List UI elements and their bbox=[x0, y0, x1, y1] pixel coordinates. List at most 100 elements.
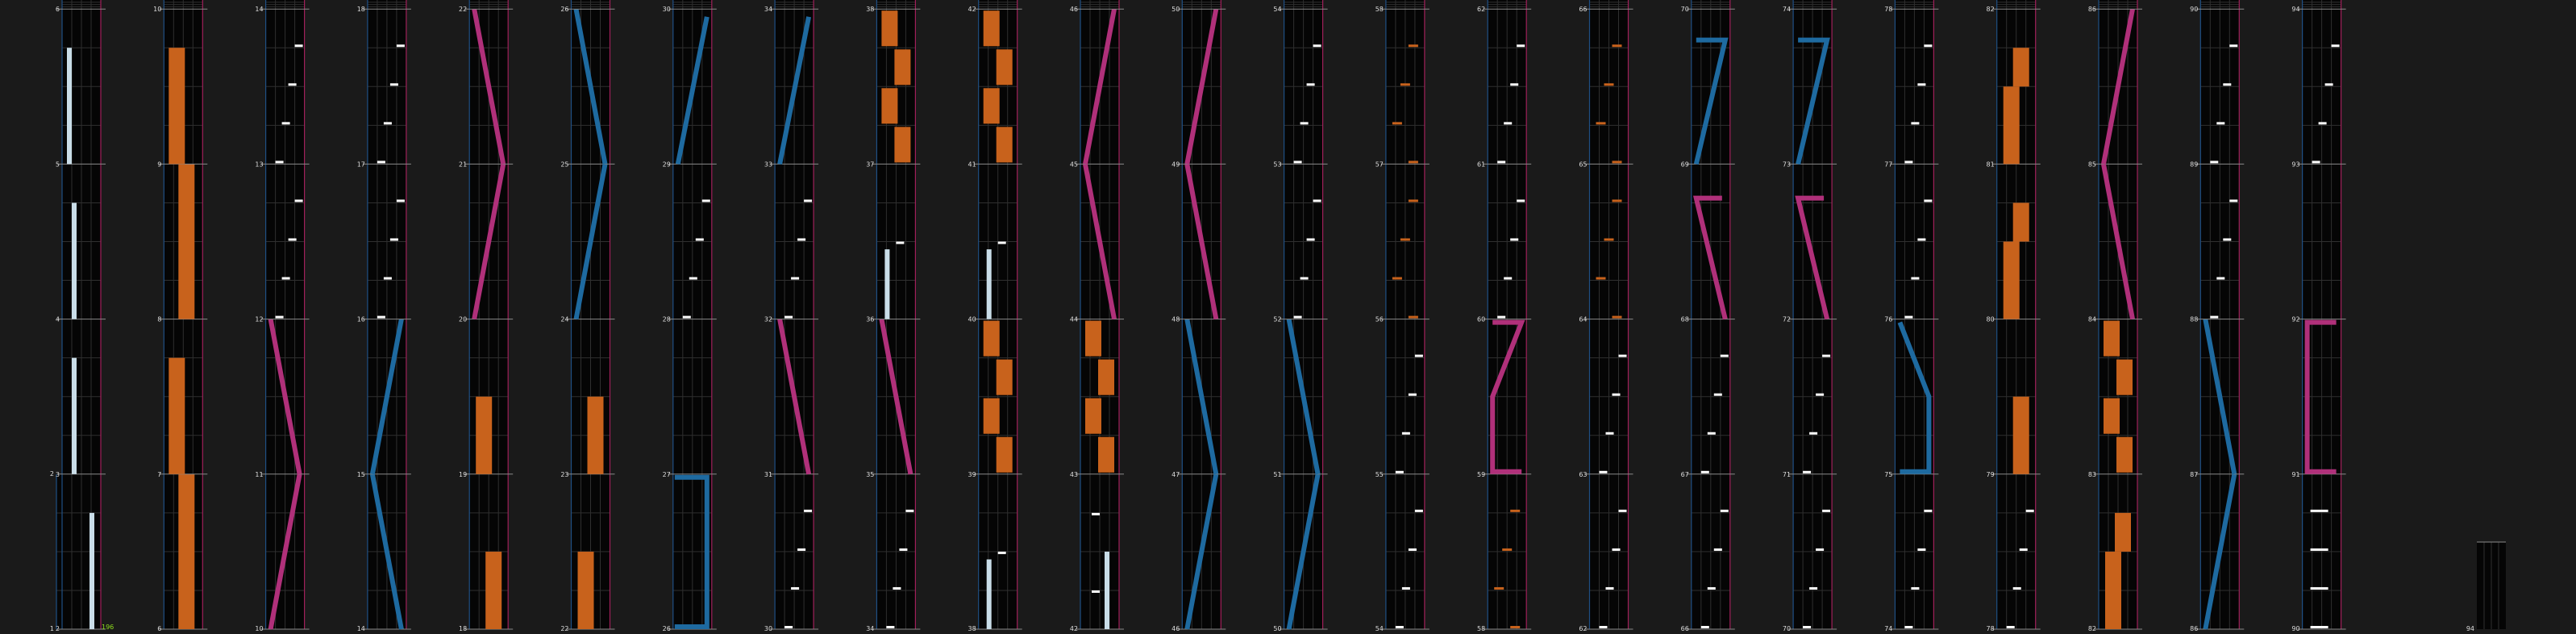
hold-lane-fill bbox=[178, 164, 195, 319]
tap-note bbox=[695, 238, 704, 241]
measure-label: 7 bbox=[157, 471, 161, 478]
measure-label: 39 bbox=[968, 471, 976, 478]
measure-label: 75 bbox=[1884, 471, 1892, 478]
measure-label: 18 bbox=[459, 625, 467, 632]
measure-label: 94 bbox=[2466, 625, 2474, 632]
measure-label: 17 bbox=[357, 161, 365, 168]
measure-label: 66 bbox=[1579, 6, 1587, 13]
tap-note bbox=[294, 199, 303, 202]
tap-note bbox=[1510, 626, 1521, 628]
measure-label: 29 bbox=[663, 161, 671, 168]
measure-label: 1 bbox=[50, 625, 54, 632]
measure-label: 5 bbox=[56, 161, 60, 168]
tap-note bbox=[1504, 277, 1513, 280]
tap-note bbox=[1497, 315, 1506, 319]
hold-lane-fill bbox=[577, 551, 594, 629]
tap-note bbox=[1502, 548, 1513, 551]
measure-label: 38 bbox=[968, 625, 976, 632]
hold-note bbox=[72, 202, 77, 319]
tap-note bbox=[1395, 626, 1404, 628]
slide-path bbox=[573, 8, 608, 165]
tap-note bbox=[1313, 44, 1321, 48]
slide-path bbox=[1184, 163, 1219, 320]
measure-label: 26 bbox=[663, 625, 671, 632]
measure-label: 47 bbox=[1171, 471, 1180, 478]
measure-label: 51 bbox=[1273, 471, 1281, 478]
hold-lane-fill bbox=[485, 551, 502, 629]
tap-note bbox=[797, 548, 806, 551]
measure-label: 52 bbox=[1273, 316, 1281, 323]
lane-column-24: 94 bbox=[2466, 541, 2506, 632]
hold-lane-fill bbox=[2012, 48, 2029, 87]
tap-note bbox=[281, 277, 290, 280]
measure-label: 62 bbox=[1579, 625, 1587, 632]
tap-note bbox=[1924, 44, 1933, 48]
hold-lane-fill bbox=[2105, 551, 2121, 629]
slide-path bbox=[268, 473, 302, 630]
tap-note bbox=[1293, 161, 1302, 164]
measure-label: 14 bbox=[357, 625, 365, 632]
measure-label: 36 bbox=[866, 316, 874, 323]
tap-note bbox=[377, 315, 385, 319]
tap-note bbox=[1408, 199, 1418, 202]
hold-lane-fill bbox=[996, 436, 1013, 473]
hold-lane-fill bbox=[1085, 320, 1101, 357]
tap-note bbox=[2216, 122, 2225, 125]
tap-note bbox=[1809, 432, 1818, 435]
tap-note bbox=[1911, 122, 1920, 125]
tap-note bbox=[1392, 277, 1402, 280]
tap-note bbox=[2331, 44, 2340, 48]
tap-note bbox=[1816, 393, 1825, 396]
tap-note bbox=[1092, 590, 1100, 593]
measure-label: 34 bbox=[866, 625, 874, 632]
bracket-slide bbox=[1490, 319, 1525, 474]
tap-note bbox=[804, 509, 813, 512]
tap-note bbox=[791, 586, 800, 590]
measure-label: 86 bbox=[2088, 6, 2096, 13]
measure-label: 82 bbox=[2088, 625, 2096, 632]
tap-note bbox=[1408, 548, 1417, 551]
lane-columns: 1223456678910101112131414151617181819202… bbox=[50, 0, 2506, 632]
measure-label: 28 bbox=[663, 316, 671, 323]
tap-note bbox=[1306, 238, 1315, 241]
slide-path bbox=[369, 319, 404, 475]
tap-note bbox=[1408, 44, 1418, 48]
measure-label: 82 bbox=[1987, 6, 1995, 13]
measure-label: 4 bbox=[56, 316, 60, 323]
hold-note bbox=[72, 357, 77, 474]
tap-note bbox=[1599, 470, 1608, 473]
measure-label: 53 bbox=[1273, 161, 1281, 168]
measure-label: 81 bbox=[1987, 161, 1995, 168]
tap-note bbox=[1904, 161, 1913, 164]
slide-path bbox=[879, 319, 913, 475]
measure-label: 3 bbox=[56, 471, 60, 478]
tap-note bbox=[2310, 626, 2328, 628]
tap-note bbox=[1300, 122, 1309, 125]
measure-label: 54 bbox=[1273, 6, 1281, 13]
hold-lane-fill bbox=[476, 396, 493, 474]
slide-path bbox=[675, 16, 710, 165]
slide-path bbox=[369, 473, 404, 630]
measure-label: 20 bbox=[459, 316, 467, 323]
tap-note bbox=[2310, 586, 2328, 590]
tap-note bbox=[1605, 586, 1614, 590]
tap-note bbox=[1414, 354, 1423, 357]
measure-label: 25 bbox=[560, 161, 568, 168]
hold-lane-fill bbox=[587, 396, 604, 474]
tap-note bbox=[1612, 315, 1622, 319]
tap-note bbox=[997, 241, 1006, 244]
measure-label: 41 bbox=[968, 161, 976, 168]
tap-note bbox=[1911, 586, 1920, 590]
tap-note bbox=[2006, 626, 2015, 628]
hold-lane-fill bbox=[2003, 241, 2020, 319]
hold-lane-fill bbox=[983, 320, 1000, 357]
measure-label: 38 bbox=[866, 6, 874, 13]
measure-label: 42 bbox=[1070, 625, 1078, 632]
tap-note bbox=[1408, 161, 1418, 164]
measure-label: 60 bbox=[1477, 316, 1485, 323]
measure-label: 58 bbox=[1477, 625, 1485, 632]
tap-note bbox=[389, 238, 398, 241]
